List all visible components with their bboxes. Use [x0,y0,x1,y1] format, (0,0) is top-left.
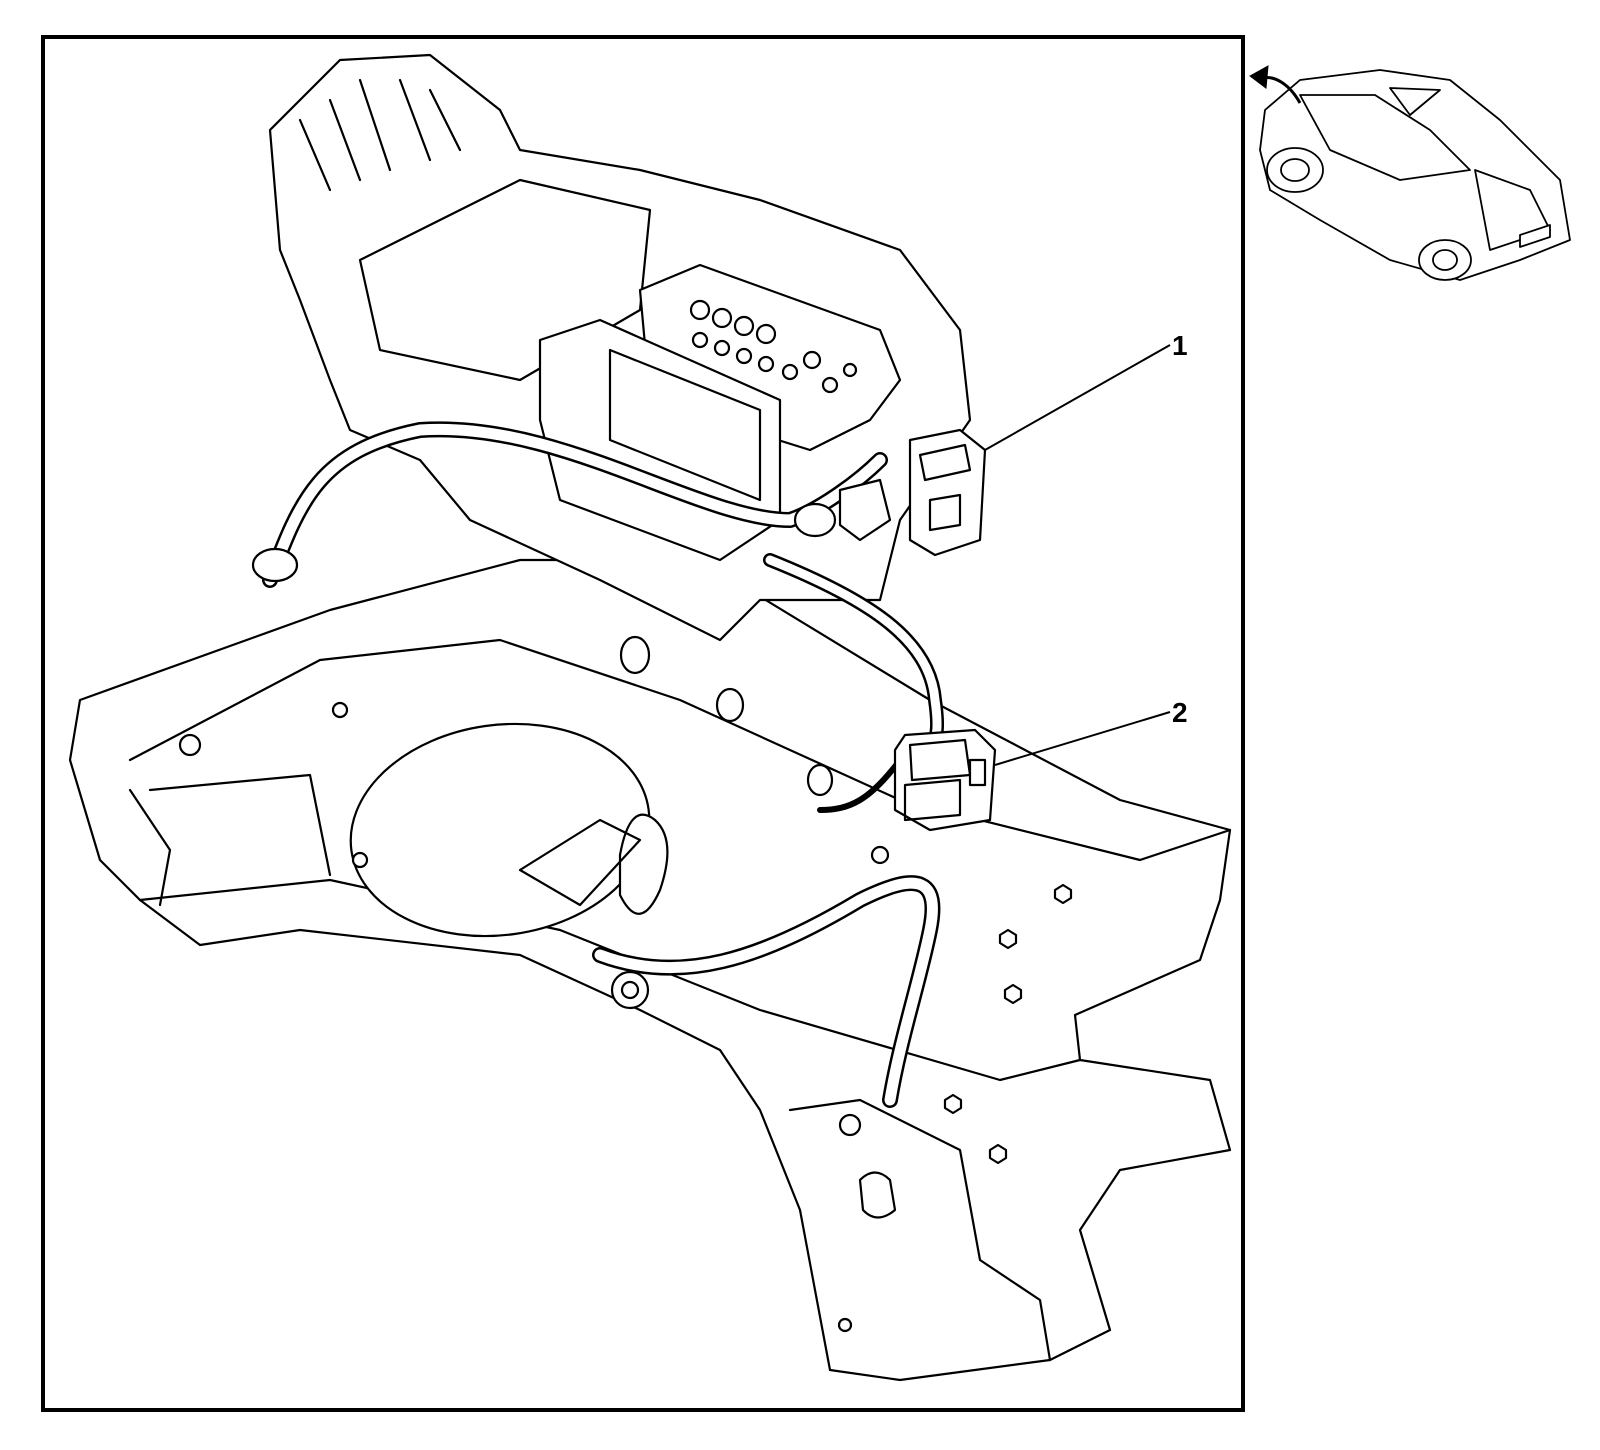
connector-2 [893,728,997,832]
bracket-inner [358,178,652,382]
tray-panel [608,348,762,502]
nut [1003,983,1023,1005]
rail-box [128,788,172,907]
bracket-ribs [298,78,462,192]
connector-1 [793,428,987,557]
harness-end-sleeve [251,547,299,583]
direction-arrow-icon [1249,65,1302,104]
mount-hole [837,1317,853,1333]
strap-loop [618,813,669,915]
lower-pocket [858,1171,897,1219]
mount-hole [870,845,890,865]
callout-1-label: 1 [1172,330,1188,361]
nut [988,1143,1008,1165]
car-locator-icon [1259,69,1571,281]
harness-rear-run-core [594,877,938,1106]
nut [1053,883,1073,905]
harness-drop [817,757,903,813]
wire-studs [619,635,834,797]
rail-step [148,773,332,877]
callout-2-leader [994,711,1171,766]
nut [998,928,1018,950]
nut [943,1093,963,1115]
fuse-array [689,299,858,394]
mount-hole [331,701,349,719]
lower-tunnel [788,1098,1052,1362]
vehicle-underbody-drawing [68,53,1232,1382]
mount-hole [351,851,369,869]
spare-wheel-well [349,722,651,938]
side-rail [128,638,1232,862]
harness-clip-loop [518,818,642,907]
harness-grommet-inner [620,980,640,1000]
callout-1-leader [984,344,1171,451]
harness-ground-stud [838,1113,862,1137]
mount-hole [178,733,202,757]
callout-2-label: 2 [1172,697,1188,728]
